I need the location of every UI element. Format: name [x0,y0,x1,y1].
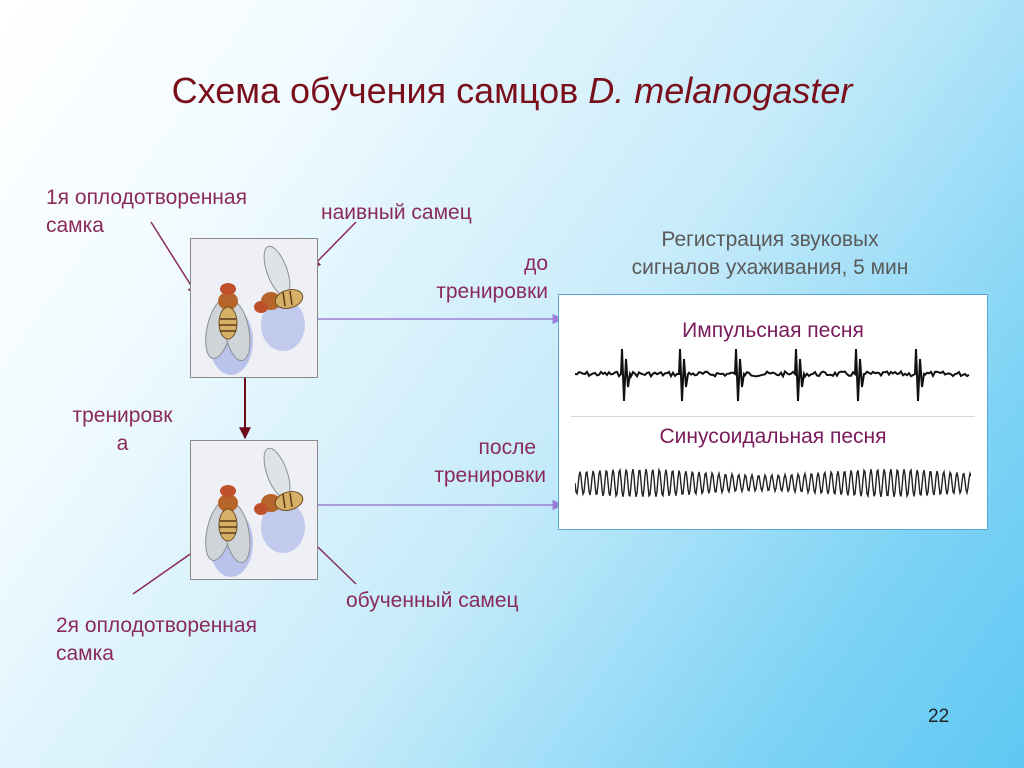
pointer-female1 [150,221,198,296]
sine-song-trace [575,467,971,499]
fly-pair-image [205,447,305,577]
label-registration: Регистрация звуковых сигналов ухаживания… [631,228,909,279]
label-female-2: 2я оплодотворенная самка [56,614,257,665]
pulse-song-trace [575,348,970,402]
fly-pair-image [205,245,305,375]
panel-divider [571,416,975,417]
pointer-naive-male [310,221,357,269]
slide-title: Схема обучения самцов D. melanogaster [0,70,1024,112]
pulse-song-title: Импульсная песня [682,319,864,342]
title-species: D. melanogaster [588,70,853,111]
label-training: тренировк а [72,404,173,455]
page-number: 22 [928,706,950,727]
title-main: Схема обучения самцов [171,70,589,111]
label-after-training: после тренировки [434,436,546,487]
label-trained-male: обученный самец [346,589,519,612]
fly-photo-before [190,238,318,378]
label-female-1: 1я оплодотворенная самка [46,186,247,237]
sine-song-title: Синусоидальная песня [659,425,887,448]
fly-photo-after [190,440,318,580]
label-before-training: до тренировки [436,252,548,303]
song-recording-panel: Импульсная песня Синусоидальная песня [558,294,988,530]
label-naive-male: наивный самец [321,201,472,224]
